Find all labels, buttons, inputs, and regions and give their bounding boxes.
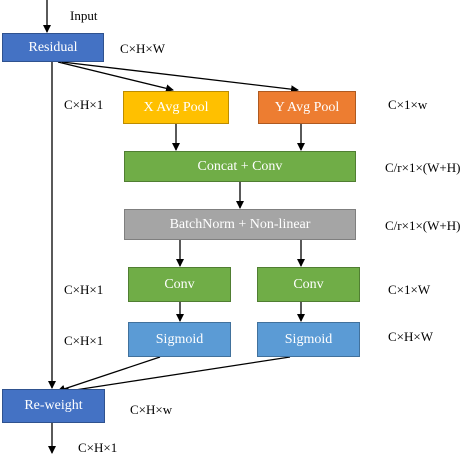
concat-dim: C/r×1×(W+H) bbox=[385, 160, 461, 175]
sigmoid-left-box: Sigmoid bbox=[128, 322, 231, 357]
arrow-sigmoid-left-to-reweight bbox=[57, 356, 161, 393]
y-pool-dim: C×1×w bbox=[388, 97, 428, 112]
residual-dim: C×H×W bbox=[120, 41, 165, 56]
arrow-residual-to-ypool bbox=[61, 61, 299, 94]
concat-conv-box: Concat + Conv bbox=[124, 151, 356, 182]
reweight-dim: C×H×w bbox=[130, 402, 173, 417]
sigmoid-right-box: Sigmoid bbox=[257, 322, 360, 357]
arrow-residual-to-xpool bbox=[57, 61, 174, 93]
y-avg-pool-box: Y Avg Pool bbox=[258, 91, 356, 124]
batchnorm-dim: C/r×1×(W+H) bbox=[385, 218, 461, 233]
sigmoid-right-dim: C×H×W bbox=[388, 329, 433, 344]
residual-box: Residual bbox=[2, 33, 104, 62]
output-dim: C×H×1 bbox=[78, 440, 118, 455]
conv-left-box: Conv bbox=[128, 267, 231, 302]
conv-left-dim: C×H×1 bbox=[64, 282, 104, 297]
input-label: Input bbox=[70, 8, 98, 23]
sigmoid-left-dim: C×H×1 bbox=[64, 333, 104, 348]
x-pool-dim: C×H×1 bbox=[64, 97, 104, 112]
conv-right-dim: C×1×W bbox=[388, 282, 431, 297]
conv-right-box: Conv bbox=[257, 267, 360, 302]
arrow-sigmoid-right-to-reweight bbox=[61, 356, 291, 395]
batchnorm-box: BatchNorm + Non-linear bbox=[124, 209, 356, 240]
reweight-box: Re-weight bbox=[2, 389, 105, 423]
x-avg-pool-box: X Avg Pool bbox=[123, 91, 229, 124]
